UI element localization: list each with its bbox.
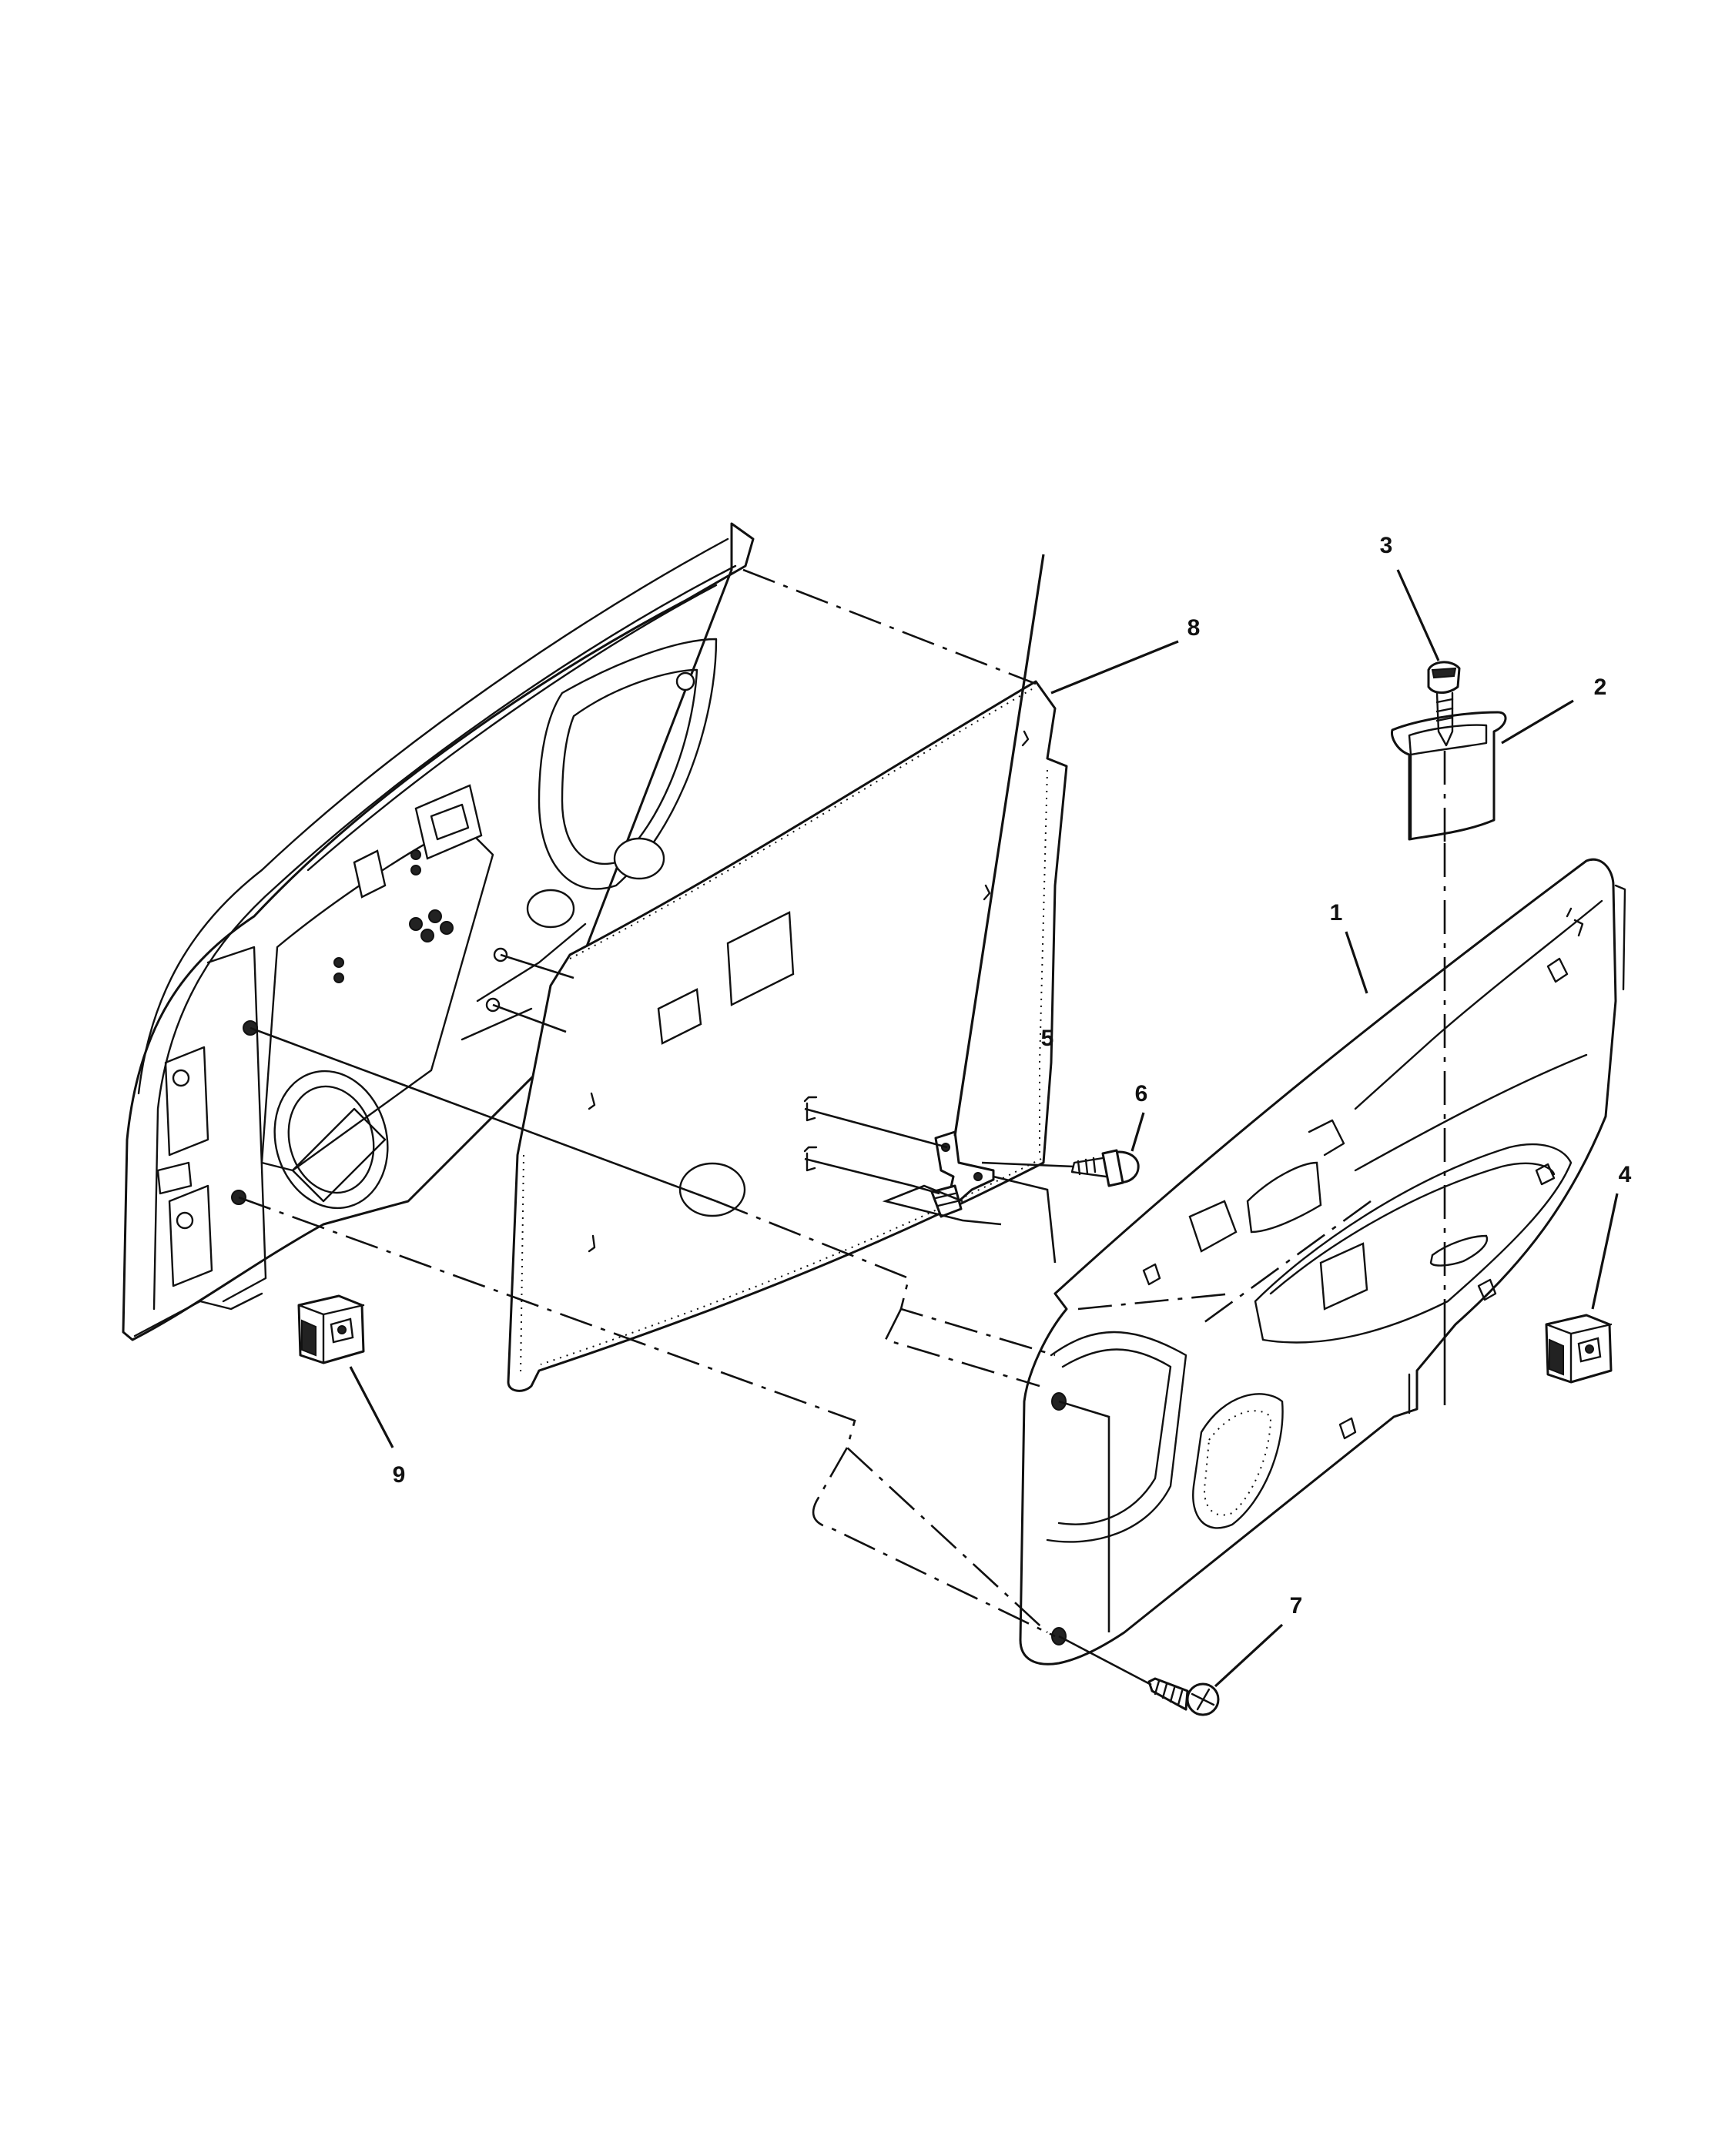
leader-1 [1345, 931, 1368, 994]
callout-8: 8 [1187, 615, 1201, 641]
callout-6: 6 [1135, 1081, 1148, 1106]
callout-3: 3 [1380, 533, 1393, 558]
callout-labels: 1 2 3 4 5 6 7 8 9 [393, 533, 1632, 1619]
part-6-bolt [1070, 1149, 1140, 1187]
leader-9 [349, 1366, 394, 1448]
leader-2 [1501, 699, 1574, 745]
part-4-clip [1545, 1314, 1613, 1384]
callout-4: 4 [1619, 1162, 1632, 1187]
water-deflector-panel [507, 680, 1068, 1392]
leader-lines [349, 554, 1619, 1688]
callout-2: 2 [1594, 675, 1607, 700]
leader-8 [1050, 640, 1179, 695]
part-3-screw [1427, 661, 1461, 747]
leader-7 [1214, 1623, 1284, 1688]
callout-7: 7 [1290, 1593, 1303, 1619]
leader-3 [1396, 569, 1440, 661]
leader-4 [1591, 1193, 1619, 1310]
leader-5 [953, 554, 1045, 1137]
leader-6 [1130, 1112, 1145, 1152]
part-7-screw [1147, 1677, 1220, 1716]
door-inner-frame [122, 522, 755, 1341]
part-9-clip [297, 1294, 365, 1364]
callout-9: 9 [393, 1462, 406, 1488]
callout-5: 5 [1041, 1026, 1054, 1051]
part-2-handle-bezel [1390, 711, 1507, 841]
callout-1: 1 [1330, 900, 1343, 926]
assembly-lines [238, 568, 1446, 1686]
door-trim-panel [1019, 858, 1626, 1666]
